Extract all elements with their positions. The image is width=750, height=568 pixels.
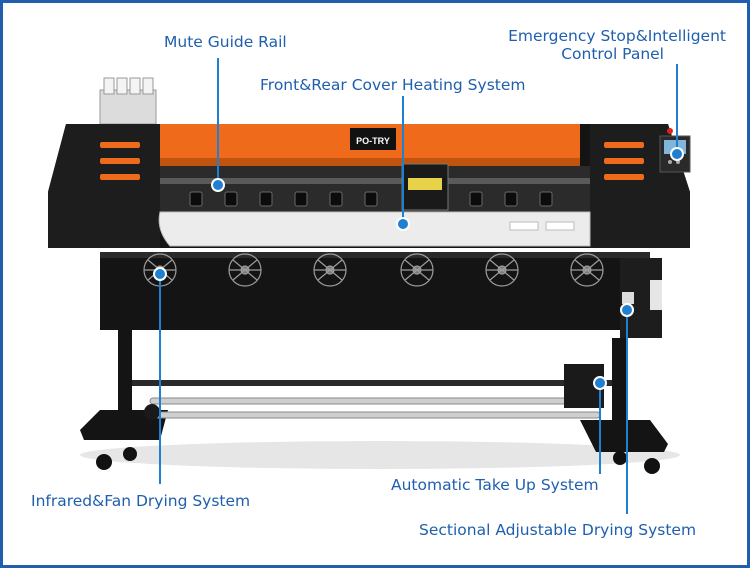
floor-shadow <box>80 441 680 469</box>
take-up-rollers <box>144 364 604 420</box>
callout-dot-automatic-take-up <box>593 376 607 390</box>
left-side-stripes <box>100 142 140 180</box>
ink-tank <box>99 77 157 125</box>
caster-wheels <box>96 447 660 474</box>
callout-dot-mute-guide-rail <box>211 178 225 192</box>
callout-dot-front-rear-cover <box>396 217 410 231</box>
fan-dryer-box <box>100 252 662 338</box>
label-emergency-stop-line1: Emergency Stop&Intelligent <box>508 27 726 45</box>
label-mute-guide-rail: Mute Guide Rail <box>164 33 287 51</box>
fan-3 <box>313 253 347 287</box>
brand-logo: PO-TRY <box>350 128 396 150</box>
label-automatic-take-up: Automatic Take Up System <box>391 476 599 494</box>
fan-6 <box>570 253 604 287</box>
callout-dots <box>153 147 684 390</box>
label-infrared-fan: Infrared&Fan Drying System <box>31 492 251 510</box>
stand <box>80 330 668 452</box>
callout-dot-infrared-fan <box>153 267 167 281</box>
callout-dot-sectional-drying <box>620 303 634 317</box>
right-side-stripes <box>604 142 644 180</box>
label-emergency-stop-line2: Control Panel <box>561 45 664 63</box>
fan-2 <box>228 253 262 287</box>
guide-rail-area <box>160 163 590 212</box>
callout-dot-emergency-stop <box>670 147 684 161</box>
fan-4 <box>400 253 434 287</box>
front-cover <box>158 211 591 247</box>
control-panel <box>659 128 691 173</box>
label-sectional-drying: Sectional Adjustable Drying System <box>419 521 697 539</box>
label-front-rear-cover: Front&Rear Cover Heating System <box>260 76 526 94</box>
fan-5 <box>485 253 519 287</box>
brand-logo-text: PO-TRY <box>356 136 390 146</box>
callout-lines <box>159 58 678 514</box>
